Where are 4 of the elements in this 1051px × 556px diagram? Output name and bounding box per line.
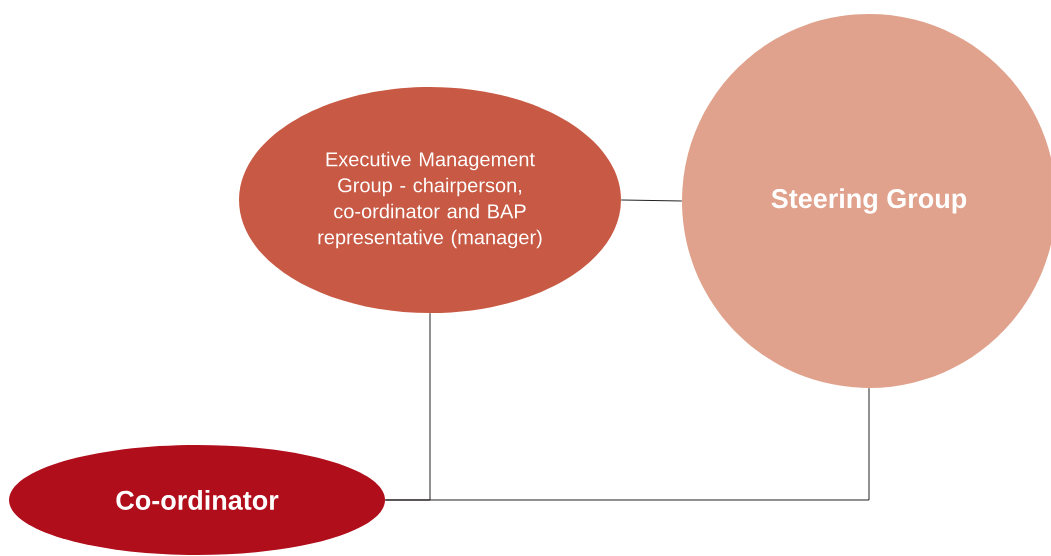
ellipse-node: Executive Management Group - chairperson, co-ordinator and BAP representative (manager) xyxy=(239,87,621,313)
connector-line xyxy=(620,199,683,202)
ellipse-node: Co-ordinator xyxy=(9,445,385,555)
connector-line xyxy=(384,387,870,501)
